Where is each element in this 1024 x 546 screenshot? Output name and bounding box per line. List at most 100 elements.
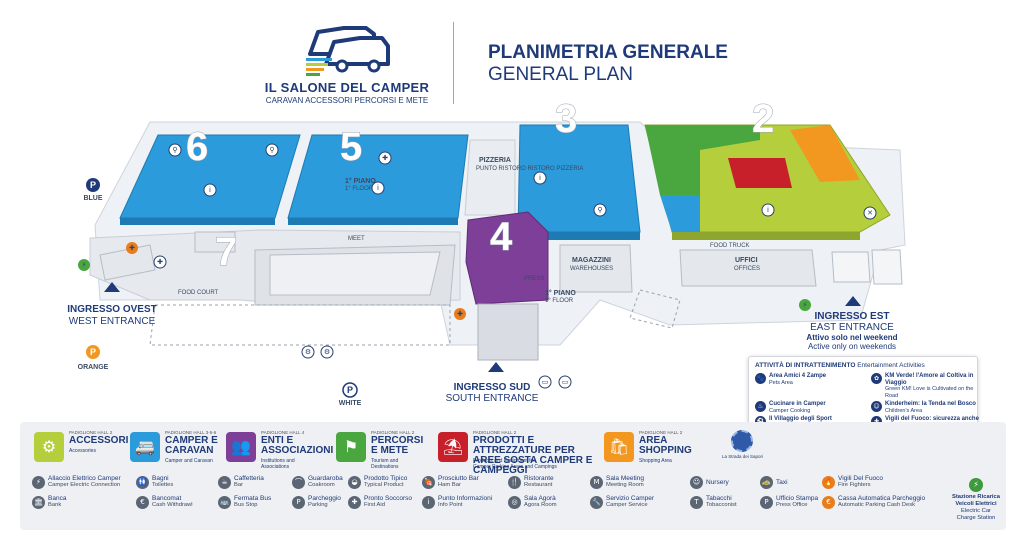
svg-text:i: i (767, 206, 769, 214)
svg-text:▭: ▭ (542, 378, 549, 386)
food-court-label: FOOD COURT (178, 290, 219, 296)
firefighter-icon: ✚ (454, 308, 466, 320)
activities-title: ATTIVITÀ DI INTRATTENIMENTO Entertainmen… (755, 362, 925, 369)
svg-text:✚: ✚ (157, 258, 163, 266)
hall-4-stairs (477, 303, 539, 361)
garden-icon: ✿ (871, 373, 882, 384)
parking-white-marker[interactable]: P WHITE (339, 382, 362, 407)
service-label: Nursery (706, 478, 729, 486)
general-plan-map: 6 5 3 4 2 7 PIZZERIA PUNTO RISTORO RISTO… (67, 97, 906, 407)
activity-item: ✿KM Verde! l'Amore al Coltiva in Viaggio… (871, 373, 983, 399)
svg-text:✚: ✚ (382, 154, 388, 162)
hall-7 (194, 231, 236, 253)
charging-icon: ⚡ (78, 259, 90, 271)
east-kiosk (831, 251, 871, 283)
logo: IL SALONE DEL CAMPER CARAVAN ACCESSORI P… (262, 24, 432, 106)
pizzeria-block (464, 139, 516, 216)
warehouses (559, 244, 633, 293)
parking-blue-label: BLUE (83, 195, 102, 202)
accessories-icon: ⚙ (34, 432, 64, 462)
parking-white-label: WHITE (339, 400, 362, 407)
hall-number-6: 6 (186, 125, 208, 169)
tent-roof (269, 251, 441, 296)
hall-2-blue (660, 195, 700, 232)
nursery-icon: ☺ (690, 475, 703, 489)
category-hall: PADIGLIONE HALL 2 (69, 430, 113, 435)
category-subtitle: Camper and Caravan (165, 458, 213, 464)
strada-dei-sapori-badge: La Strada dei Sapori (722, 430, 764, 468)
hall-5 (287, 134, 469, 219)
parking-blue-marker[interactable]: P BLUE (83, 178, 103, 202)
hall-number-7: 7 (215, 230, 237, 274)
info-icon: i (371, 181, 385, 195)
svg-text:⚙: ⚙ (305, 348, 311, 356)
category-hall: PADIGLIONE HALL 2 (473, 430, 517, 435)
hall-6-side (120, 218, 275, 225)
page-title-en: GENERAL PLAN (488, 64, 634, 85)
cheese-icon: ◒ (348, 475, 361, 489)
cash-desk-icon: € (822, 495, 835, 509)
category-subtitle: Accessories (69, 448, 96, 454)
category-subtitle: Tourism and Destinations (371, 458, 399, 470)
category-title: ENTI E ASSOCIAZIONI (261, 435, 334, 456)
charging-icon: ⚡ (799, 299, 811, 311)
taxi-icon: 🚕 (760, 475, 773, 489)
info-icon: i (422, 495, 435, 509)
west-entrance-label-it: INGRESSO OVEST (67, 304, 156, 315)
toilet-icon: ⚲ (265, 143, 279, 157)
east-entrance-label-en: EAST ENTRANCE (810, 322, 894, 333)
category-subtitle: Products and Equipment for Camper Parkin… (473, 458, 557, 470)
page-title-it: PLANIMETRIA GENERALE (488, 42, 728, 63)
hall-5-side (288, 218, 458, 225)
service-item: 🚕Taxi (760, 474, 788, 490)
shopping-icon: 🛍 (604, 432, 634, 462)
cooking-icon: ♨ (755, 401, 766, 412)
camper-icon: 🚐 (130, 432, 160, 462)
dashed-outdoor-west (149, 304, 451, 346)
svg-text:✕: ✕ (867, 209, 873, 217)
category-subtitle: Institutions and Associations (261, 458, 295, 470)
east-entrance-note-en: Active only on weekends (808, 342, 896, 351)
toilet-icon: 🚻 (136, 475, 149, 489)
parking-orange-marker[interactable]: P ORANGE (78, 345, 109, 371)
ham-icon: 🍖 (422, 475, 435, 489)
west-entrance-label-en: WEST ENTRANCE (69, 316, 156, 327)
svg-text:⚲: ⚲ (269, 146, 274, 154)
badge-label: La Strada dei Sapori (722, 454, 764, 459)
hall-2-orange (790, 125, 860, 182)
east-entrance-note-it: Attivo solo nel weekend (806, 333, 897, 342)
svg-text:⚡: ⚡ (82, 261, 87, 269)
first-aid-icon: ✚ (348, 495, 361, 509)
svg-text:P: P (90, 180, 96, 190)
restaurant-icon: 🍴 (508, 475, 521, 489)
hall-4 (465, 211, 549, 305)
restaurant-icon: ✕ (863, 206, 877, 220)
